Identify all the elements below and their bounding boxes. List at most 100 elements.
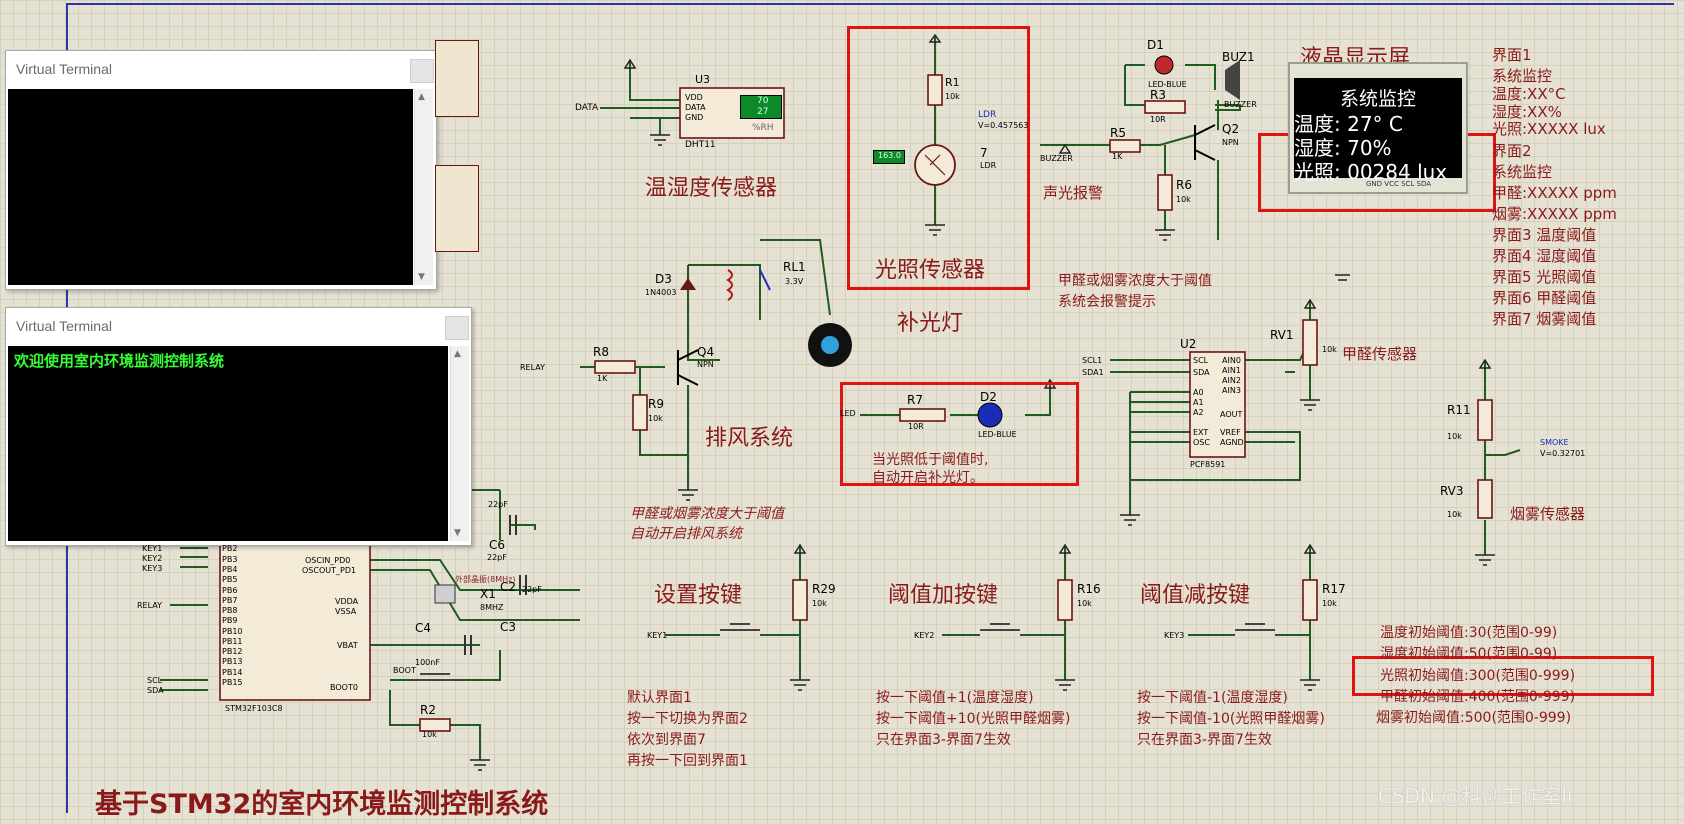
c4-label: C4 [415, 621, 432, 635]
r11-value: 10k [1447, 432, 1462, 441]
key1-net: KEY1 [647, 631, 668, 640]
r8-label: R8 [593, 345, 609, 359]
smoke-label: 烟雾传感器 [1510, 505, 1586, 523]
inc-desc-line: 按一下阈值+1(温度湿度) [876, 690, 1034, 706]
d1-value: LED-BLUE [1148, 80, 1187, 89]
terminal-screen[interactable]: 欢迎使用室内环境监测控制系统 [8, 346, 448, 541]
x1-value: 8MHZ [480, 603, 504, 612]
r6-label: R6 [1176, 178, 1192, 192]
r5-value: 1K [1112, 152, 1123, 161]
mcu-pin: PB10 [222, 627, 243, 636]
interface-line: 湿度:XX% [1492, 103, 1562, 121]
scroll-up-icon[interactable]: ▲ [454, 349, 461, 359]
mcu-boot0: BOOT0 [330, 683, 358, 692]
mcu-osc-out: OSCOUT_PD1 [302, 566, 357, 575]
set-desc-line: 按一下切换为界面2 [627, 711, 748, 727]
dec-desc-line: 按一下阈值-10(光照甲醛烟雾) [1137, 711, 1325, 727]
pcf-left-pin: A0 [1193, 388, 1204, 397]
ldr-number: 7 [980, 146, 988, 160]
close-icon[interactable] [445, 316, 469, 340]
rv3-value: 10k [1447, 510, 1462, 519]
set-desc-line: 默认界面1 [627, 690, 692, 706]
terminal-scrollbar[interactable]: ▲ ▼ [414, 89, 433, 285]
r9-label: R9 [648, 397, 664, 411]
mcu-pin: PB7 [222, 596, 238, 605]
lcd-display-partial-2 [435, 165, 479, 252]
scroll-down-icon[interactable]: ▼ [454, 528, 461, 538]
pcf-left-pin: SDA [1193, 368, 1210, 377]
terminal-title[interactable]: Virtual Terminal [6, 308, 471, 344]
ldr-probe-voltage: V=0.457563 [978, 121, 1029, 130]
fill-hint-line: 自动开启补光灯。 [872, 470, 984, 486]
terminal-title[interactable]: Virtual Terminal [6, 51, 436, 87]
r7-value: 10R [908, 422, 924, 431]
mcu-pin: PB14 [222, 668, 243, 677]
interface-line: 烟雾:XXXXX ppm [1492, 205, 1617, 223]
set-desc-line: 再按一下回到界面1 [627, 753, 748, 769]
threshold-line: 温度初始阈值:30(范围0-99) [1380, 625, 1558, 641]
lcd-pins: GND VCC SCL SDA [1366, 180, 1432, 188]
mcu-pin: PB13 [222, 657, 243, 666]
page-title: 基于STM32的室内环境监测控制系统 [95, 789, 549, 820]
interface-line: 界面1 [1492, 46, 1532, 64]
pcf-right-pin: AIN3 [1222, 386, 1241, 395]
terminal-screen[interactable] [8, 89, 413, 285]
mcu-pin: PB5 [222, 575, 238, 584]
sda1-net: SDA1 [1082, 368, 1104, 377]
dht-hum-value: 27 [757, 107, 769, 117]
r29-label: R29 [812, 582, 836, 596]
c2-label: C2 [500, 580, 517, 594]
mcu-net: KEY2 [142, 554, 163, 563]
r3-value: 10R [1150, 115, 1166, 124]
terminal-scrollbar[interactable]: ▲ ▼ [450, 346, 469, 541]
pcf-right-pin: AIN2 [1222, 376, 1241, 385]
lcd-row-3: 光照: 00284 lux [1294, 160, 1448, 184]
dht-rh-unit: %RH [752, 123, 774, 133]
close-icon[interactable] [410, 59, 434, 83]
r3-label: R3 [1150, 88, 1166, 102]
mcu-net: SCL [147, 676, 163, 685]
mcu-vbat: VBAT [337, 641, 358, 650]
xtal-note: 外部晶振(8MHz) [455, 575, 516, 584]
interface-line: 温度:XX°C [1492, 85, 1566, 103]
interface-line: 界面5 光照阈值 [1492, 268, 1597, 286]
dht-section-label: 温湿度传感器 [645, 176, 778, 201]
c2-value: 22pF [522, 585, 542, 594]
mcu-net: RELAY [137, 601, 162, 610]
alarm-hint-line: 系统会报警提示 [1058, 294, 1156, 310]
buzzer-value: BUZZER [1224, 100, 1257, 109]
mcu-vssa: VSSA [335, 607, 357, 616]
q2-value: NPN [1222, 138, 1239, 147]
scroll-down-icon[interactable]: ▼ [418, 272, 425, 282]
threshold-line: 光照初始阈值:300(范围0-999) [1380, 668, 1576, 684]
interface-line: 光照:XXXXX lux [1492, 120, 1606, 138]
virtual-terminal-2[interactable]: Virtual Terminal 欢迎使用室内环境监测控制系统 ▲ ▼ [5, 307, 472, 546]
d2-label: D2 [980, 390, 997, 404]
pcf-left-pin: SCL [1193, 356, 1209, 365]
alarm-section-label: 声光报警 [1043, 184, 1104, 202]
terminal-text: 欢迎使用室内环境监测控制系统 [14, 352, 225, 370]
scroll-up-icon[interactable]: ▲ [418, 92, 425, 102]
ldr-readout-box[interactable] [873, 150, 905, 164]
interface-line: 界面4 湿度阈值 [1492, 247, 1597, 265]
pcf-left-pin: A1 [1193, 398, 1204, 407]
pcf-right-pin: AGND [1220, 438, 1244, 447]
lcd-display[interactable]: 系统监控 温度: 27° C 湿度: 70% 光照: 00284 lux GND… [1288, 62, 1468, 194]
pcf-right-pin: VREF [1220, 428, 1241, 437]
virtual-terminal-1[interactable]: Virtual Terminal ▲ ▼ [5, 50, 437, 290]
dht-pin: GND [685, 113, 704, 122]
scl1-net: SCL1 [1082, 356, 1103, 365]
mcu-osc-in: OSCIN_PD0 [305, 556, 351, 565]
dec-desc-line: 按一下阈值-1(温度湿度) [1137, 690, 1288, 706]
mcu-model: STM32F103C8 [225, 704, 283, 713]
interface-line: 系统监控 [1492, 163, 1553, 181]
c3-label: C3 [500, 620, 517, 634]
r5-label: R5 [1110, 126, 1126, 140]
fill-light-label: 补光灯 [897, 311, 964, 336]
lcd-display-partial [435, 40, 479, 117]
d3-label: D3 [655, 272, 672, 286]
fill-light-highlight [840, 382, 1079, 486]
dht-pin: VDD [685, 93, 703, 102]
r17-label: R17 [1322, 582, 1346, 596]
r7-label: R7 [907, 393, 923, 407]
